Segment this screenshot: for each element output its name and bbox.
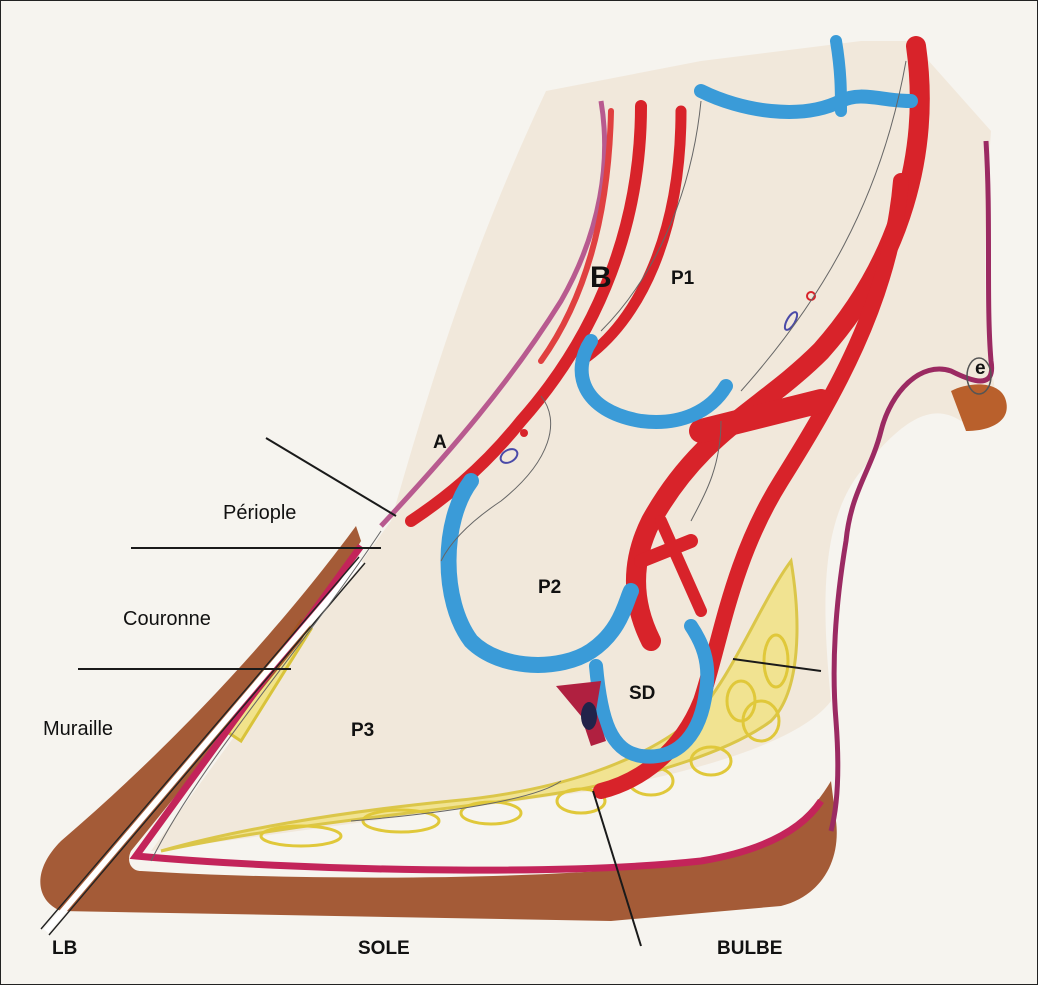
label-sole: SOLE bbox=[358, 939, 410, 958]
label-lb: LB bbox=[52, 939, 77, 958]
coffin-joint-space bbox=[581, 702, 597, 730]
label-bulbe: BULBE bbox=[717, 939, 782, 958]
label-sd: SD bbox=[629, 684, 655, 703]
ergot-pad bbox=[951, 384, 1007, 431]
label-b: B bbox=[590, 263, 612, 293]
label-periople: Périople bbox=[223, 503, 296, 523]
label-muraille: Muraille bbox=[43, 719, 113, 739]
label-a: A bbox=[433, 433, 447, 452]
label-e: e bbox=[975, 359, 986, 378]
label-couronne: Couronne bbox=[123, 609, 211, 629]
label-p2: P2 bbox=[538, 578, 561, 597]
label-p3: P3 bbox=[351, 721, 374, 740]
label-p1: P1 bbox=[671, 269, 694, 288]
